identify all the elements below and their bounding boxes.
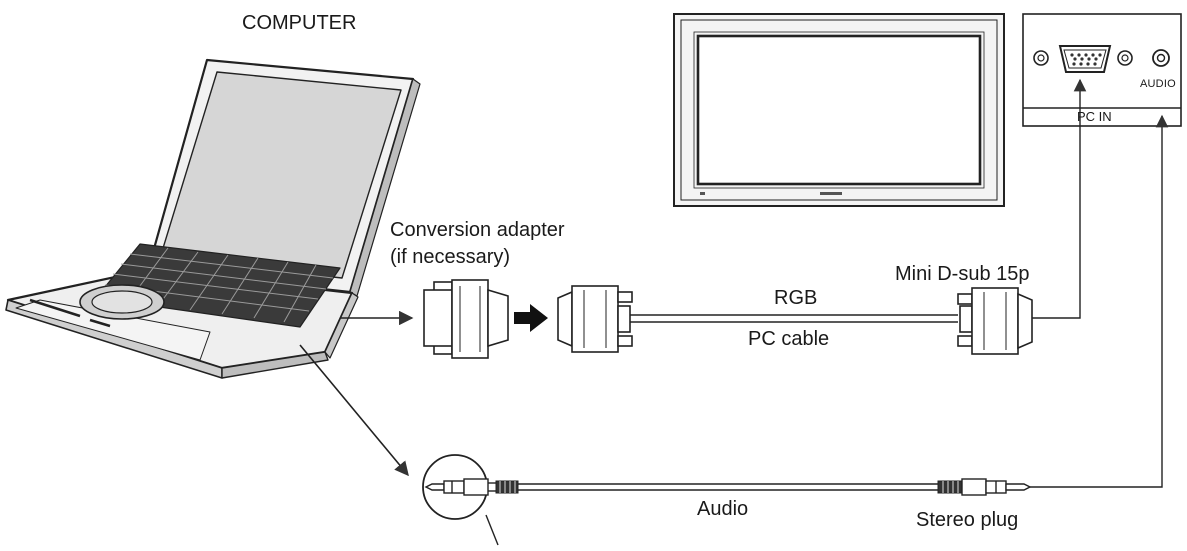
pc-cable xyxy=(630,314,958,323)
laptop-to-audio-arrow xyxy=(299,344,409,477)
stereo-plug-right-icon xyxy=(961,478,1032,496)
audio-cable xyxy=(518,483,938,491)
rgb-label: RGB xyxy=(774,287,818,309)
audio-strain-relief-right xyxy=(937,480,963,494)
mini-dsub-label: Mini D-sub 15p xyxy=(895,263,1030,285)
attach-arrow-icon xyxy=(514,304,548,332)
if-necessary-label: (if necessary) xyxy=(390,246,511,268)
pc-cable-label: PC cable xyxy=(748,328,830,350)
dsub-conversion-adapter-icon xyxy=(423,279,509,359)
stereo-plug-icon xyxy=(424,478,496,496)
panel-audio-label: AUDIO xyxy=(1140,78,1176,90)
plug-callout-line xyxy=(485,514,499,546)
dsub-connector-icon xyxy=(557,285,633,353)
computer-label: COMPUTER xyxy=(242,12,357,34)
audio-strain-relief-left xyxy=(495,480,519,494)
flat-panel-display-icon xyxy=(673,13,1005,207)
pc-in-panel xyxy=(1022,13,1182,127)
stereo-plug-label: Stereo plug xyxy=(916,509,1019,531)
pc-in-label: PC IN xyxy=(1077,109,1112,124)
laptop-icon xyxy=(5,58,421,379)
mini-dsub-connector-icon xyxy=(957,287,1033,355)
rgb-route-line xyxy=(1032,78,1087,319)
conversion-adapter-label: Conversion adapter xyxy=(390,219,565,241)
audio-route-line xyxy=(1030,114,1169,488)
audio-cable-label: Audio xyxy=(697,498,749,520)
